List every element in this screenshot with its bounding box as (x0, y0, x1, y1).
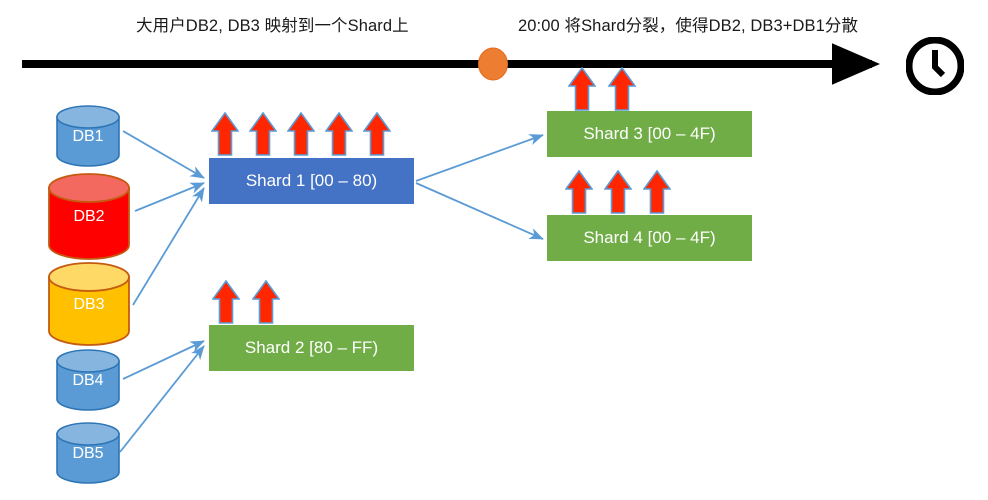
db-cylinder-db5[interactable] (56, 422, 120, 484)
load-arrows-shard3 (568, 67, 636, 111)
split-event-marker[interactable] (478, 47, 508, 81)
connector-db5-shard2 (119, 345, 205, 453)
connector-db1-shard1 (122, 130, 205, 179)
connector-db4-shard2 (122, 340, 205, 380)
load-arrows-shard2 (212, 280, 280, 324)
load-arrows-shard4 (565, 170, 671, 214)
clock-icon (905, 36, 965, 96)
caption-after-split: 20:00 将Shard分裂，使得DB2, DB3+DB1分散 (518, 17, 859, 35)
up-arrow-icon (252, 280, 280, 324)
db-cylinder-db4[interactable] (56, 349, 120, 411)
connector-db2-shard1 (134, 182, 205, 212)
up-arrow-icon (604, 170, 632, 214)
up-arrow-icon (211, 112, 239, 156)
connector-shard1-shard3 (415, 134, 544, 182)
caption-before-split: 大用户DB2, DB3 映射到一个Shard上 (136, 17, 409, 35)
shard-box-shard3[interactable]: Shard 3 [00 – 4F) (547, 111, 752, 157)
shard-box-shard2[interactable]: Shard 2 [80 – FF) (209, 325, 414, 371)
up-arrow-icon (212, 280, 240, 324)
connector-group (119, 130, 544, 453)
db-cylinder-db1[interactable] (56, 105, 120, 167)
db-cylinder-db2[interactable] (48, 173, 130, 260)
up-arrow-icon (568, 67, 596, 111)
shard-box-shard1[interactable]: Shard 1 [00 – 80) (209, 158, 414, 204)
db-cylinder-db3[interactable] (48, 262, 130, 346)
up-arrow-icon (608, 67, 636, 111)
load-arrows-shard1 (211, 112, 391, 156)
up-arrow-icon (363, 112, 391, 156)
up-arrow-icon (565, 170, 593, 214)
timeline-axis (22, 43, 880, 85)
connector-shard1-shard4 (415, 182, 544, 240)
up-arrow-icon (643, 170, 671, 214)
up-arrow-icon (249, 112, 277, 156)
connector-db3-shard1 (132, 187, 205, 306)
up-arrow-icon (287, 112, 315, 156)
up-arrow-icon (325, 112, 353, 156)
shard-box-shard4[interactable]: Shard 4 [00 – 4F) (547, 215, 752, 261)
